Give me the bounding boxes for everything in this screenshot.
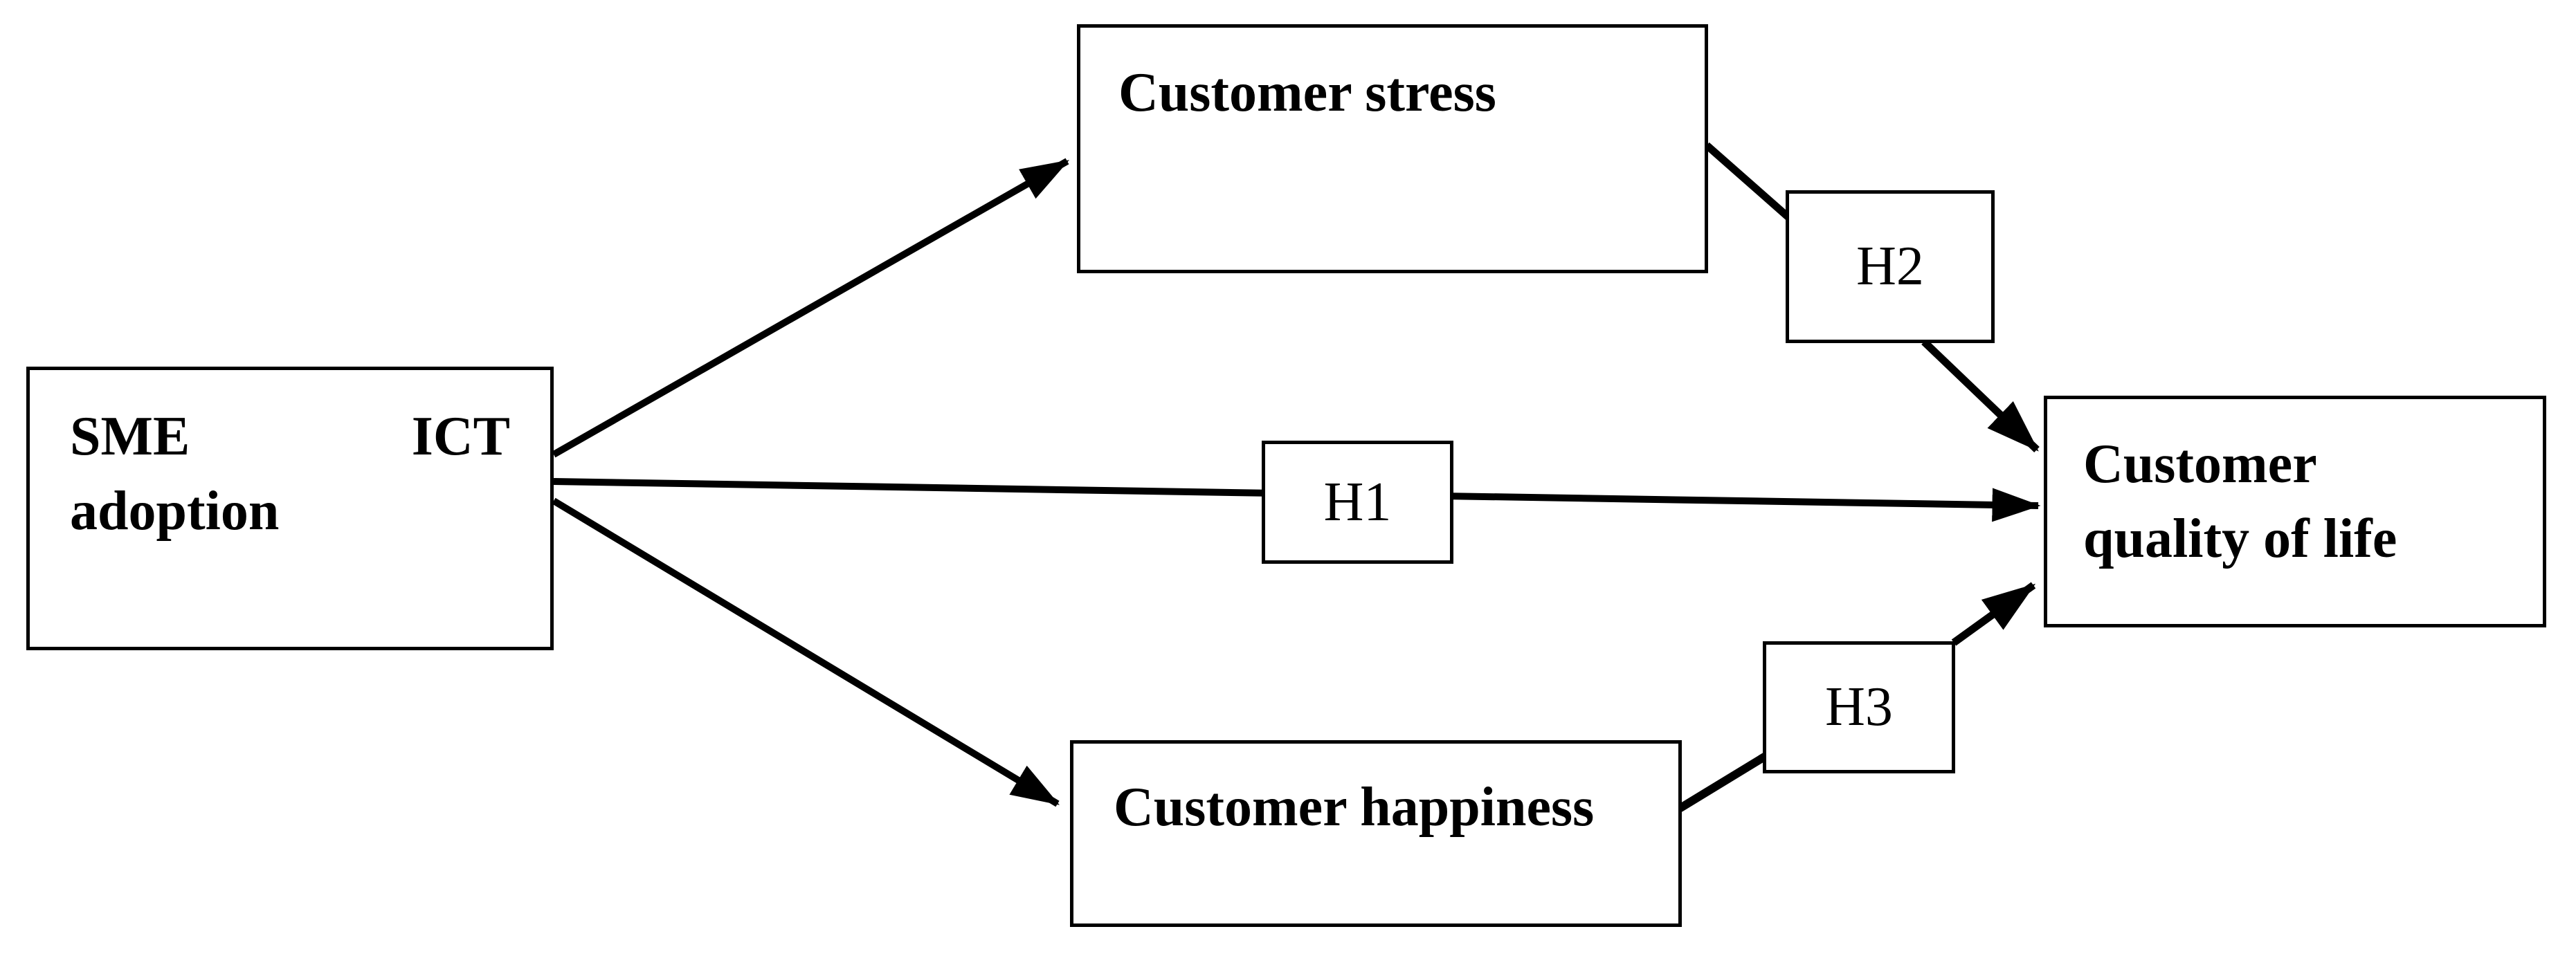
node-sme-label-sme: SME — [70, 406, 190, 467]
node-sme-label-ict: ICT — [411, 406, 510, 467]
hypothesis-box-h3: H3 — [1763, 641, 1955, 773]
hypothesis-box-h2: H2 — [1786, 190, 1995, 343]
hypothesis-box-h1: H1 — [1262, 441, 1453, 564]
node-sme-ict-adoption: SME ICT adoption — [26, 367, 554, 650]
node-customer-stress: Customer stress — [1077, 24, 1708, 273]
hypothesis-h3-label: H3 — [1825, 677, 1893, 737]
arrow-sme-to-happiness — [552, 497, 1060, 807]
connector-stress-to-h2 — [1704, 142, 1791, 221]
node-quality-line1: Customer — [2083, 434, 2317, 495]
hypothesis-h1-label: H1 — [1323, 471, 1392, 533]
arrow-h2-to-quality — [1921, 339, 2040, 452]
node-customer-happiness: Customer happiness — [1070, 740, 1682, 927]
hypothesis-h2-label: H2 — [1856, 236, 1924, 297]
node-customer-stress-label: Customer stress — [1118, 62, 1496, 123]
connector-happiness-to-h3 — [1676, 752, 1770, 812]
arrow-h3-to-quality — [1951, 582, 2036, 646]
node-sme-line1: SME ICT — [70, 399, 510, 474]
arrow-sme-to-stress — [552, 158, 1070, 458]
node-customer-quality-of-life: Customer quality of life — [2044, 396, 2546, 627]
node-quality-line2: quality of life — [2083, 508, 2397, 569]
node-customer-happiness-label: Customer happiness — [1114, 777, 1595, 838]
node-sme-label-adoption: adoption — [70, 481, 280, 542]
